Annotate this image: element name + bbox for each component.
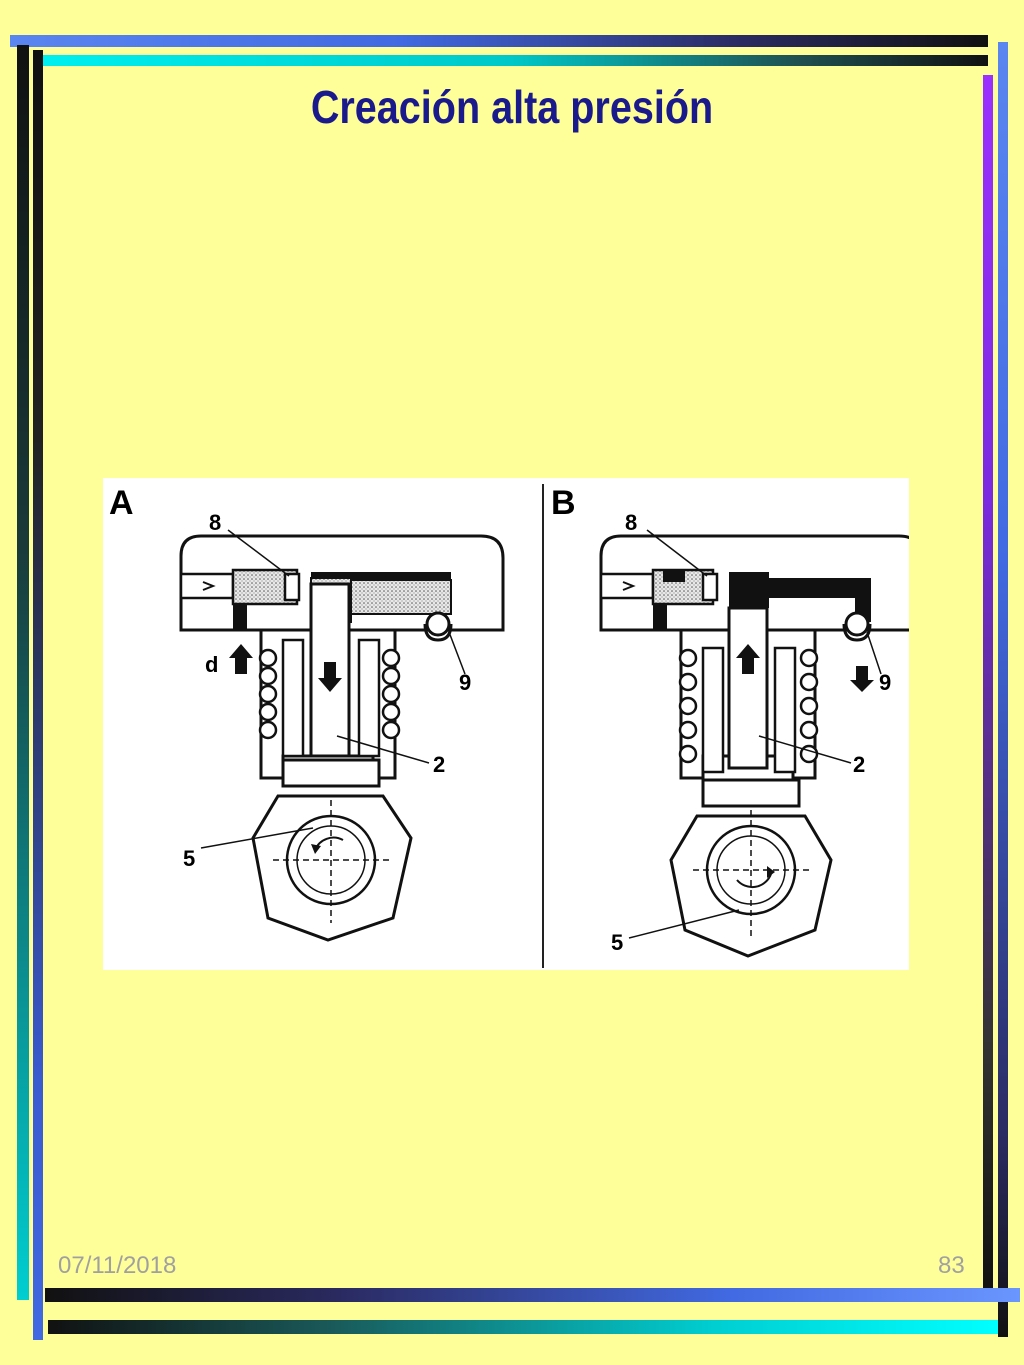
panel-b-piston — [727, 606, 769, 770]
panel-a-label-valve: 8 — [209, 510, 221, 535]
panel-a: A — [109, 484, 505, 942]
panel-b-up-arrow — [736, 644, 760, 674]
panel-b-label-piston: 2 — [853, 752, 865, 777]
panel-a-cam — [251, 794, 413, 942]
panel-a-label-check-valve: 9 — [459, 670, 471, 695]
frame-left-bar-blue — [33, 50, 43, 1340]
panel-b-letter: B — [551, 484, 576, 522]
pump-diagram: A — [103, 478, 923, 970]
slide-date: 07/11/2018 — [58, 1252, 177, 1279]
frame-left-bar-dark — [17, 45, 29, 1300]
frame-bottom-bar-cyan — [48, 1320, 998, 1334]
panel-a-label-cam: 5 — [183, 846, 195, 871]
panel-a-label-piston: 2 — [433, 752, 445, 777]
frame-right-bar-blue — [998, 42, 1008, 1337]
frame-bottom-bar — [45, 1288, 1020, 1302]
panel-a-down-arrow — [318, 662, 342, 692]
slide-page-number: 83 — [938, 1252, 965, 1279]
panel-b-down-arrow — [850, 666, 874, 692]
slide-title: Creación alta presión — [310, 81, 714, 133]
panel-a-check-valve — [425, 611, 451, 637]
panel-b: B — [551, 484, 923, 958]
panel-a-flow-arrow — [229, 644, 253, 674]
frame-top-bar — [10, 35, 988, 47]
frame-top-bar-cyan — [35, 55, 988, 66]
panel-b-label-cam: 5 — [611, 930, 623, 955]
frame-right-bar-purple — [983, 75, 993, 1290]
panel-b-check-valve — [844, 611, 870, 637]
panel-a-letter: A — [109, 484, 134, 522]
panel-b-label-check-valve: 9 — [879, 670, 891, 695]
panel-b-label-valve: 8 — [625, 510, 637, 535]
panel-a-label-flow: d — [205, 652, 218, 677]
